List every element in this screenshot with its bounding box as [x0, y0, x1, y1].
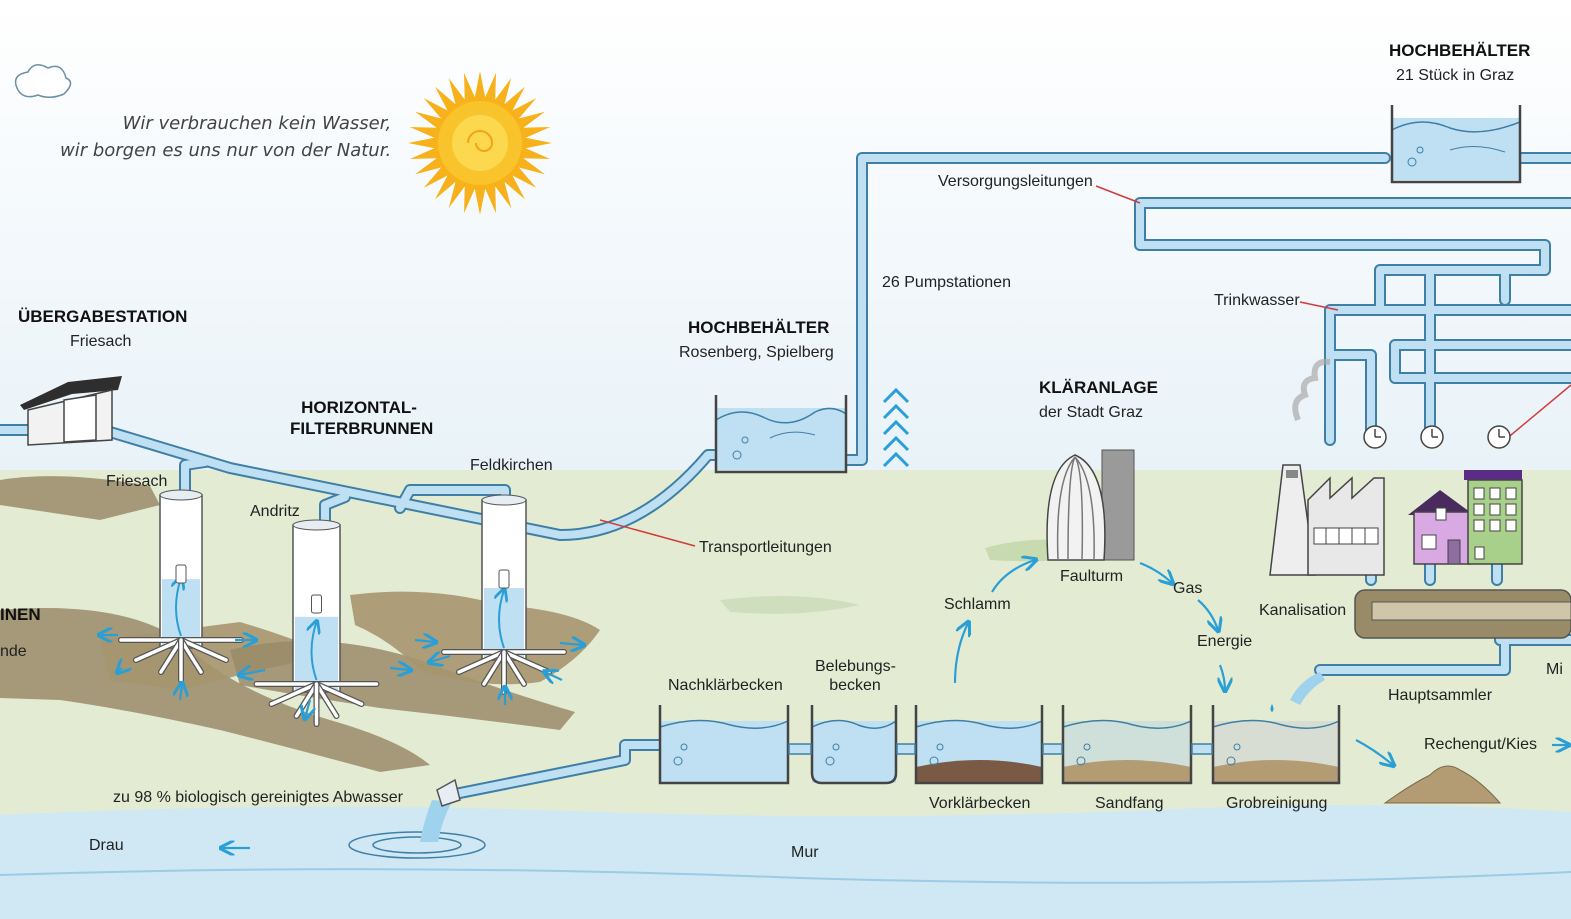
cloud-icon — [14, 64, 72, 98]
arrow-icon — [100, 560, 1568, 848]
label-feldkirchen: Feldkirchen — [470, 457, 553, 474]
pump-arrows — [882, 387, 910, 468]
label-main-collector: Hauptsammler — [1388, 687, 1493, 704]
leader-lines — [599, 185, 1571, 547]
label-aeration-line-1: Belebungs- — [815, 658, 896, 675]
title-wells-partial: INEN — [0, 605, 41, 624]
house-icon — [1408, 470, 1523, 565]
soil-layer — [0, 476, 160, 520]
label-primary-clarifier: Vorklärbecken — [929, 795, 1031, 812]
label-transport-lines: Transportleitungen — [699, 539, 832, 556]
sub-transfer-station: Friesach — [70, 333, 132, 350]
label-aeration-basin: Belebungs- becken — [815, 657, 896, 695]
label-grit-chamber: Sandfang — [1095, 795, 1164, 812]
title-reservoir-left: HOCHBEHÄLTER — [688, 318, 830, 337]
label-digester: Faulturm — [1060, 568, 1124, 585]
treatment-basins — [658, 705, 1341, 785]
reservoir-right — [1390, 105, 1522, 184]
label-supply-lines: Versorgungsleitungen — [938, 173, 1093, 190]
title-transfer-station: ÜBERGABESTATION — [18, 307, 188, 326]
label-andritz: Andritz — [250, 503, 300, 520]
factory-icon — [1269, 358, 1385, 576]
label-treated-wastewater: zu 98 % biologisch gereinigtes Abwasser — [113, 789, 403, 806]
label-river-mur: Mur — [791, 844, 819, 861]
ripple — [348, 831, 486, 859]
label-pump-stations: 26 Pumpstationen — [882, 274, 1011, 291]
label-sludge: Schlamm — [944, 596, 1011, 613]
label-friesach: Friesach — [106, 473, 168, 490]
label-drinking-water: Trinkwasser — [1214, 292, 1300, 309]
ripple — [372, 836, 462, 854]
label-energy: Energie — [1197, 633, 1253, 650]
label-river-drau: Drau — [89, 837, 124, 854]
label-sewer-system: Kanalisation — [1259, 602, 1347, 619]
sewer-inner — [1371, 601, 1571, 621]
transfer-station — [20, 376, 122, 446]
title-reservoir-right: HOCHBEHÄLTER — [1389, 41, 1531, 60]
clock-icon — [1363, 425, 1511, 449]
label-partial-left: nde — [0, 643, 27, 660]
motto-quote: Wir verbrauchen kein Wasser, wir borgen … — [60, 110, 391, 164]
title-horizontal-line-1: HORIZONTAL- — [301, 398, 417, 417]
sub-reservoir-left: Rosenberg, Spielberg — [679, 344, 834, 361]
grass-patch — [720, 596, 860, 614]
quote-line-1: Wir verbrauchen kein Wasser, — [122, 113, 392, 134]
river-wave — [0, 868, 1571, 884]
inflow-water — [1290, 672, 1325, 705]
label-gas: Gas — [1173, 580, 1203, 597]
title-horizontal-line-2: FILTERBRUNNEN — [290, 419, 434, 439]
sun-icon — [408, 71, 552, 215]
sub-treatment-plant: der Stadt Graz — [1039, 404, 1144, 421]
label-aeration-line-2: becken — [829, 677, 881, 695]
label-partial-right: Mi — [1546, 661, 1563, 678]
river — [0, 804, 1571, 919]
filter-wells — [118, 489, 567, 727]
quote-line-2: wir borgen es uns nur von der Natur. — [60, 140, 392, 161]
outflow-water — [420, 800, 452, 842]
label-coarse-screening: Grobreinigung — [1226, 795, 1328, 812]
label-secondary-clarifier: Nachklärbecken — [668, 677, 783, 694]
title-treatment-plant: KLÄRANLAGE — [1039, 378, 1158, 397]
drop-icon — [1270, 704, 1274, 712]
outflow-spout — [436, 778, 461, 807]
reservoir-left — [714, 395, 848, 474]
label-screenings: Rechengut/Kies — [1424, 736, 1537, 753]
digester-icon — [1046, 449, 1135, 561]
sub-reservoir-right: 21 Stück in Graz — [1396, 67, 1515, 84]
debris-pile — [1383, 765, 1502, 804]
title-horizontal-wells: HORIZONTAL- FILTERBRUNNEN — [290, 397, 434, 440]
